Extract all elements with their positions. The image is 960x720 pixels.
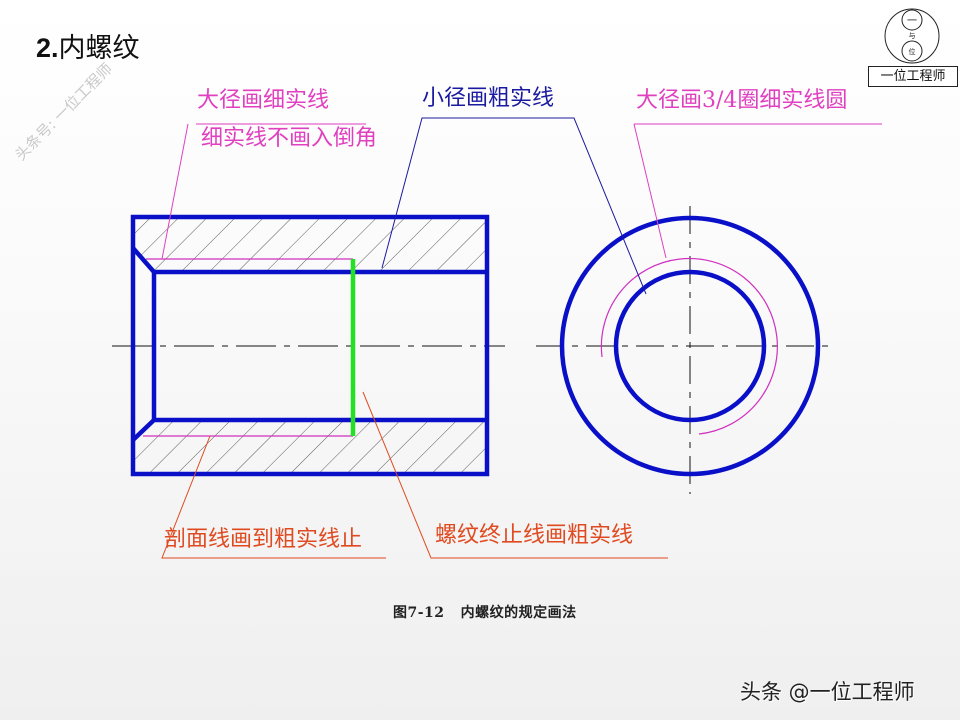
slide-title: 2.内螺纹 xyxy=(36,26,140,65)
figure-caption: 图7-12 内螺纹的规定画法 xyxy=(393,605,577,621)
section-hatching xyxy=(133,217,487,474)
label-minor-dia-thick: 小径画粗实线 xyxy=(422,86,555,111)
title-text: 内螺纹 xyxy=(58,33,140,64)
label-thin-no-chamfer: 细实线不画入倒角 xyxy=(201,126,378,151)
end-view xyxy=(559,215,821,477)
logo-icon: 一 与 位 xyxy=(884,8,940,64)
section-outline xyxy=(130,214,490,477)
title-number: 2. xyxy=(36,33,59,63)
label-major-dia-circle: 大径画3/4圈细实线圆 xyxy=(636,88,848,113)
logo-middle-char: 与 xyxy=(909,32,916,40)
label-thread-end-thick: 螺纹终止线画粗实线 xyxy=(435,523,634,548)
logo-top-char: 一 xyxy=(907,16,917,27)
logo-name: 一位工程师 xyxy=(868,66,958,87)
label-major-dia-thin: 大径画细实线 xyxy=(197,88,330,113)
logo-bottom-char: 位 xyxy=(909,47,916,56)
label-hatch-to-thick: 剖面线画到粗实线止 xyxy=(164,527,363,552)
footer-attribution: 头条 @一位工程师 xyxy=(740,680,915,704)
leader-lines xyxy=(161,117,882,559)
centerlines xyxy=(112,206,832,494)
major-diameter-thin-lines xyxy=(143,258,353,437)
